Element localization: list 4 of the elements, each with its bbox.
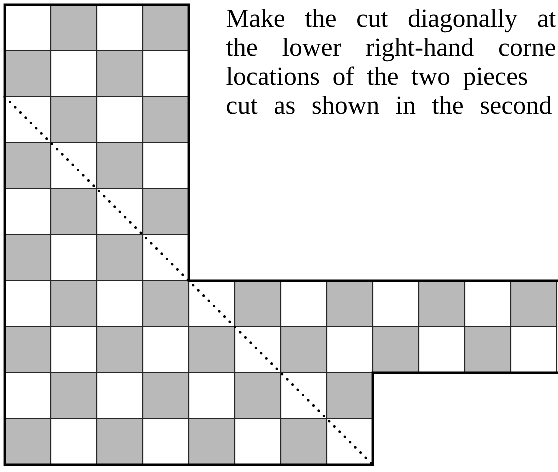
instruction-text: locations of the two pieces [226,66,528,91]
instruction-text: the lower right-hand corne [226,38,556,62]
instruction-text: cut as shown in the second [227,96,552,114]
instruction-text: Make the cut diagonally at [226,8,556,33]
